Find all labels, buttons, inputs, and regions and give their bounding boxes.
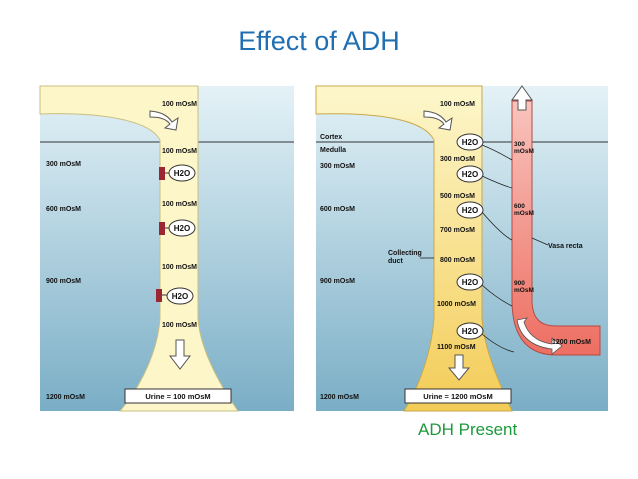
right-duct-label: 700 mOsM xyxy=(440,227,475,234)
right-inflow-arrow-icon xyxy=(423,110,453,131)
left-water-label: H2O xyxy=(174,224,190,233)
vasa-recta-turn-arrow-icon xyxy=(516,317,563,355)
left-duct-label: 100 mOsM xyxy=(162,201,197,208)
left-water-icon-2 xyxy=(168,219,196,237)
right-duct-label: 300 mOsM xyxy=(440,156,475,163)
right-urine-label: Urine = 1200 mOsM xyxy=(423,392,492,401)
left-duct-label: 100 mOsM xyxy=(162,264,197,271)
right-region-label: 300 mOsM xyxy=(320,163,355,170)
left-channel-icon-1 xyxy=(159,167,165,180)
right-panel: H2O H2O H2O H2O H2O Cortex Medulla 300 m… xyxy=(315,85,608,412)
left-duct-label: 100 mOsM xyxy=(162,101,197,108)
left-duct-label: 100 mOsM xyxy=(162,322,197,329)
right-water-label: H2O xyxy=(462,278,478,287)
right-region-label: 900 mOsM xyxy=(320,278,355,285)
right-duct-label: 800 mOsM xyxy=(440,257,475,264)
vasa-recta-osm-label: 600 xyxy=(514,203,525,210)
right-water-icon-5 xyxy=(456,322,484,340)
vasa-recta-osm-label: mOsM xyxy=(514,148,534,155)
vasa-recta-osm-label: 1200 mOsM xyxy=(552,339,591,346)
left-water-label: H2O xyxy=(174,169,190,178)
right-region-label: 600 mOsM xyxy=(320,206,355,213)
right-water-icon-1 xyxy=(456,133,484,151)
left-urine-box xyxy=(124,388,232,404)
right-water-label: H2O xyxy=(462,138,478,147)
right-water-icon-2 xyxy=(456,165,484,183)
left-region-label: 900 mOsM xyxy=(46,278,81,285)
water-movement-arrows xyxy=(481,144,515,353)
right-water-label: H2O xyxy=(462,206,478,215)
left-water-icon-3 xyxy=(166,287,194,305)
right-urine-flow-arrow-icon xyxy=(447,354,471,381)
left-region-label: 600 mOsM xyxy=(46,206,81,213)
left-panel: H2O H2O H2O 300 mOsM 600 mOsM 900 mOsM 1… xyxy=(39,85,294,412)
page-title: Effect of ADH xyxy=(238,26,400,56)
vasa-recta-osm-label: 300 xyxy=(514,141,525,148)
right-duct-label: 1100 mOsM xyxy=(437,344,476,351)
right-water-icon-4 xyxy=(456,273,484,291)
medulla-label: Medulla xyxy=(320,147,346,154)
vasa-recta-osm-label: mOsM xyxy=(514,287,534,294)
left-duct-label: 100 mOsM xyxy=(162,148,197,155)
right-water-label: H2O xyxy=(462,327,478,336)
left-inflow-arrow-icon xyxy=(149,110,179,131)
right-duct-label: 1000 mOsM xyxy=(437,301,476,308)
vasa-recta-outflow-arrow-icon xyxy=(511,85,533,111)
left-water-icon-1 xyxy=(168,164,196,182)
right-urine-box xyxy=(404,388,512,404)
collecting-duct-label: duct xyxy=(388,258,403,265)
right-duct-label: 500 mOsM xyxy=(440,193,475,200)
left-water-label: H2O xyxy=(172,292,188,301)
vasa-recta-osm-label: mOsM xyxy=(514,210,534,217)
left-region-label: 300 mOsM xyxy=(46,161,81,168)
collecting-duct-label: Collecting xyxy=(388,250,422,257)
adh-present-caption: ADH Present xyxy=(418,420,518,439)
left-urine-label: Urine = 100 mOsM xyxy=(145,392,210,401)
right-water-label: H2O xyxy=(462,170,478,179)
vasa-recta-label: Vasa recta xyxy=(548,243,583,250)
left-urine-flow-arrow-icon xyxy=(168,339,192,370)
left-channel-icon-3 xyxy=(156,289,162,302)
right-region-label: 1200 mOsM xyxy=(320,394,359,401)
left-channel-icon-2 xyxy=(159,222,165,235)
right-water-icon-3 xyxy=(456,201,484,219)
vasa-recta-osm-label: 900 xyxy=(514,280,525,287)
left-region-label: 1200 mOsM xyxy=(46,394,85,401)
cortex-label: Cortex xyxy=(320,134,342,141)
right-duct-label: 100 mOsM xyxy=(440,101,475,108)
